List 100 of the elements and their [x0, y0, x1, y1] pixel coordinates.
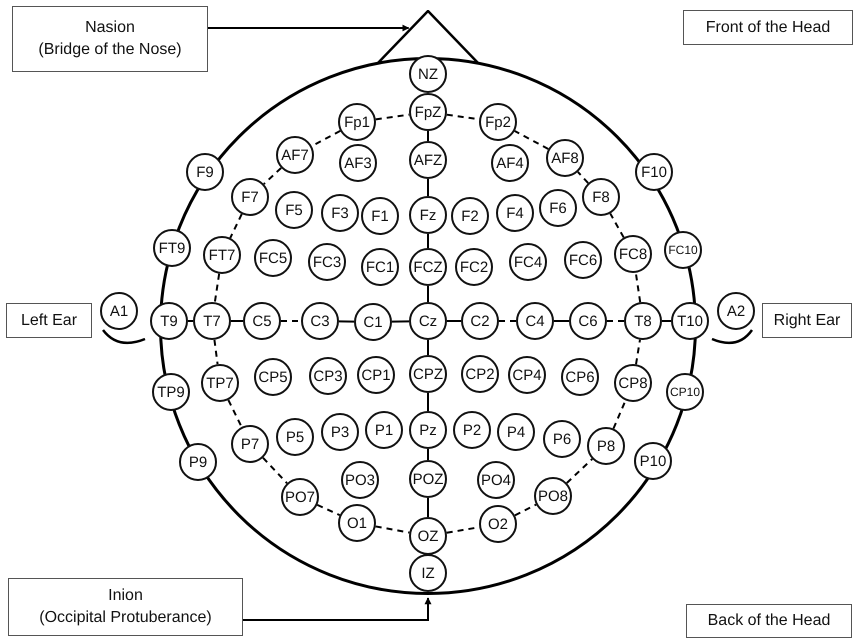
- connector-line: [427, 131, 429, 141]
- electrode-label: P5: [276, 418, 314, 456]
- electrode-label: CP6: [561, 358, 599, 396]
- electrode-label: P3: [321, 413, 359, 451]
- electrode-label: CP1: [357, 356, 395, 394]
- electrode-label: Fp1: [338, 103, 376, 141]
- connector-line: [227, 400, 243, 428]
- electrode-label: TP7: [201, 364, 239, 402]
- connector-line: [607, 320, 624, 322]
- electrode-label: POZ: [409, 460, 447, 498]
- electrode-label: C5: [243, 302, 281, 340]
- electrode-label: TP9: [152, 373, 190, 411]
- electrode-label: A1: [100, 292, 138, 330]
- electrode-label: F5: [275, 191, 313, 229]
- connector-line: [427, 179, 429, 196]
- connector-line: [213, 340, 219, 364]
- electrode-label: AFZ: [409, 141, 447, 179]
- electrode-label: T9: [150, 302, 188, 340]
- label-text: Inion: [108, 586, 143, 606]
- electrode-label: FpZ: [409, 93, 447, 131]
- electrode-label: T10: [671, 302, 709, 340]
- connector-line: [427, 449, 429, 460]
- label-text: Left Ear: [20, 310, 78, 331]
- electrode-label: P1: [365, 411, 403, 449]
- label-box: [686, 604, 852, 638]
- electrode-label: T8: [624, 302, 662, 340]
- connector-line: [447, 320, 461, 322]
- electrode-label: P4: [497, 413, 535, 451]
- electrode-label: Cz: [409, 302, 447, 340]
- electrode-label: O2: [479, 505, 517, 543]
- electrode-label: C1: [354, 303, 392, 341]
- electrode-label: P8: [587, 427, 625, 465]
- connector-line: [376, 525, 410, 534]
- connector-line: [427, 286, 429, 302]
- electrode-label: F8: [582, 178, 620, 216]
- label-box: [683, 10, 853, 45]
- connector-line: [338, 320, 354, 323]
- electrode-label: AF3: [339, 144, 377, 182]
- connector-line: [662, 320, 671, 322]
- connector-line: [427, 234, 429, 248]
- electrode-label: IZ: [409, 554, 447, 592]
- electrode-label: FT9: [153, 229, 191, 267]
- electrode-label: FC6: [564, 241, 602, 279]
- connector-line: [376, 114, 410, 120]
- label-box: [8, 578, 243, 636]
- electrode-label: A2: [717, 292, 755, 330]
- label-box: [762, 303, 852, 338]
- connector-line: [612, 400, 626, 429]
- electrode-label: Pz: [409, 411, 447, 449]
- electrode-label: C4: [516, 302, 554, 340]
- label-text: Back of the Head: [708, 611, 830, 632]
- electrode-label: F7: [231, 178, 269, 216]
- label-text: (Bridge of the Nose): [38, 40, 182, 60]
- label-text: Front of the Head: [706, 18, 830, 38]
- electrode-label: CPZ: [409, 355, 447, 393]
- electrode-label: AF4: [491, 144, 529, 182]
- electrode-label: FC5: [254, 239, 292, 277]
- electrode-label: C6: [569, 302, 607, 340]
- electrode-label: FC3: [308, 243, 346, 281]
- label-text: (Occipital Protuberance): [39, 608, 212, 628]
- electrode-label: FC4: [509, 243, 547, 281]
- electrode-label: F3: [321, 194, 359, 232]
- electrode-label: PO8: [534, 477, 572, 515]
- connector-line: [188, 320, 193, 322]
- electrode-label: CP3: [309, 357, 347, 395]
- connector-line: [316, 504, 340, 516]
- electrode-label: FC10: [664, 231, 702, 269]
- connector-line: [554, 320, 569, 322]
- electrode-label: P2: [453, 411, 491, 449]
- electrode-label: PO3: [341, 461, 379, 499]
- connector-line: [566, 458, 593, 484]
- electrode-label: P6: [543, 420, 581, 458]
- electrode-label: CP10: [666, 373, 704, 411]
- arrow: [243, 597, 432, 621]
- connector-line: [635, 340, 641, 364]
- electrode-label: AF7: [276, 136, 314, 174]
- connector-line: [392, 320, 410, 323]
- electrode-label: Fp2: [479, 103, 517, 141]
- electrode-label: F1: [361, 197, 399, 235]
- electrode-label: T7: [193, 302, 231, 340]
- electrode-label: FC1: [361, 248, 399, 286]
- connector-line: [229, 214, 243, 238]
- electrode-label: P7: [231, 425, 269, 463]
- label-box: [6, 303, 92, 338]
- electrode-label: F4: [496, 194, 534, 232]
- connector-line: [281, 320, 301, 322]
- connector-line: [427, 393, 429, 411]
- connector-line: [609, 213, 625, 238]
- label-text: Right Ear: [774, 310, 840, 331]
- electrode-label: OZ: [409, 517, 447, 555]
- connector-line: [577, 171, 589, 184]
- electrode-label: O1: [338, 504, 376, 542]
- electrode-label: CP8: [614, 364, 652, 402]
- connector-line: [231, 320, 243, 322]
- electrode-label: CP5: [254, 358, 292, 396]
- connector-line: [262, 457, 288, 484]
- connector-line: [499, 320, 516, 322]
- electrode-label: NZ: [409, 55, 447, 93]
- electrode-label: AF8: [546, 139, 584, 177]
- connector-line: [427, 340, 429, 355]
